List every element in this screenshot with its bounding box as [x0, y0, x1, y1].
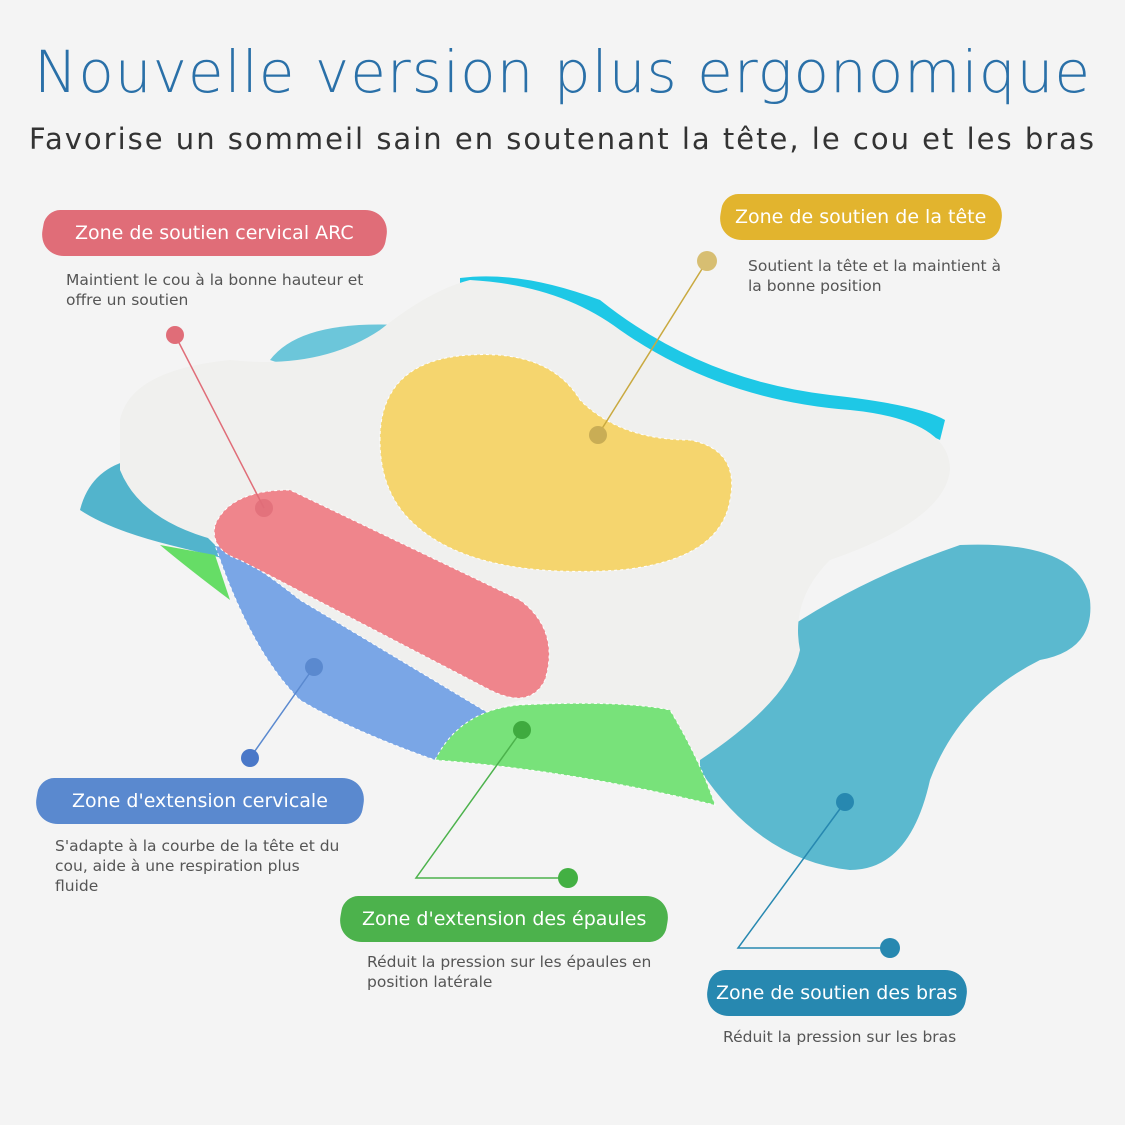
- leader-cervical-arc: [166, 326, 273, 517]
- zone-label-shoulder-extension: Zone d'extension des épaules: [335, 896, 673, 942]
- leader-arm-support: [736, 793, 900, 958]
- shoulder-extension-zone: [434, 702, 716, 806]
- zone-label-cervical-extension: Zone d'extension cervicale: [31, 778, 369, 824]
- zone-label-cervical-arc: Zone de soutien cervical ARC: [37, 210, 392, 256]
- zone-label-head-support: Zone de soutien de la tête: [715, 194, 1007, 240]
- cervical-extension-zone: [214, 544, 502, 761]
- zone-desc-arm-support: Réduit la pression sur les bras: [723, 1028, 957, 1046]
- leader-head-support: [589, 251, 717, 444]
- page-subtitle: Favorise un sommeil sain en soutenant la…: [28, 122, 1097, 156]
- leader-cervical-extension: [241, 658, 323, 767]
- zone-desc-cervical-arc: Maintient le cou à la bonne hauteur et o…: [66, 271, 364, 309]
- zone-desc-head-support: Soutient la tête et la maintient à la bo…: [748, 257, 1002, 295]
- head-support-zone: [379, 354, 733, 572]
- leader-shoulder-extension: [414, 721, 578, 888]
- zone-label-arm-support: Zone de soutien des bras: [702, 970, 972, 1016]
- page-title: Nouvelle version plus ergonomique: [33, 38, 1092, 106]
- zone-desc-shoulder-extension: Réduit la pression sur les épaules en po…: [367, 953, 652, 991]
- zone-desc-cervical-extension: S'adapte à la courbe de la tête et du co…: [55, 837, 340, 895]
